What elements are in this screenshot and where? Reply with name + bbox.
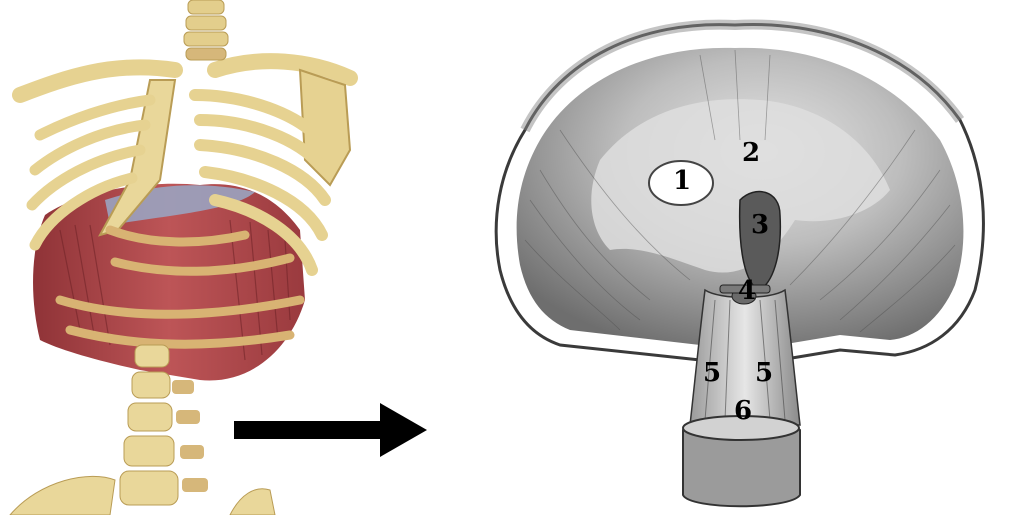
label-aortic-hiatus: 4 bbox=[738, 278, 756, 304]
arrow-icon bbox=[234, 403, 427, 457]
cervical-spine bbox=[184, 0, 228, 60]
pelvis bbox=[10, 476, 115, 515]
label-central-tendon: 2 bbox=[742, 140, 760, 166]
label-crus-right: 5 bbox=[755, 360, 773, 386]
label-crus-left: 5 bbox=[703, 360, 721, 386]
diaphragm-engraving bbox=[496, 24, 983, 506]
label-caval-foramen: 1 bbox=[673, 168, 691, 194]
label-esophageal-hiatus: 3 bbox=[751, 212, 769, 238]
clavicle-right bbox=[215, 61, 350, 78]
label-vertebral-body: 6 bbox=[734, 398, 752, 424]
